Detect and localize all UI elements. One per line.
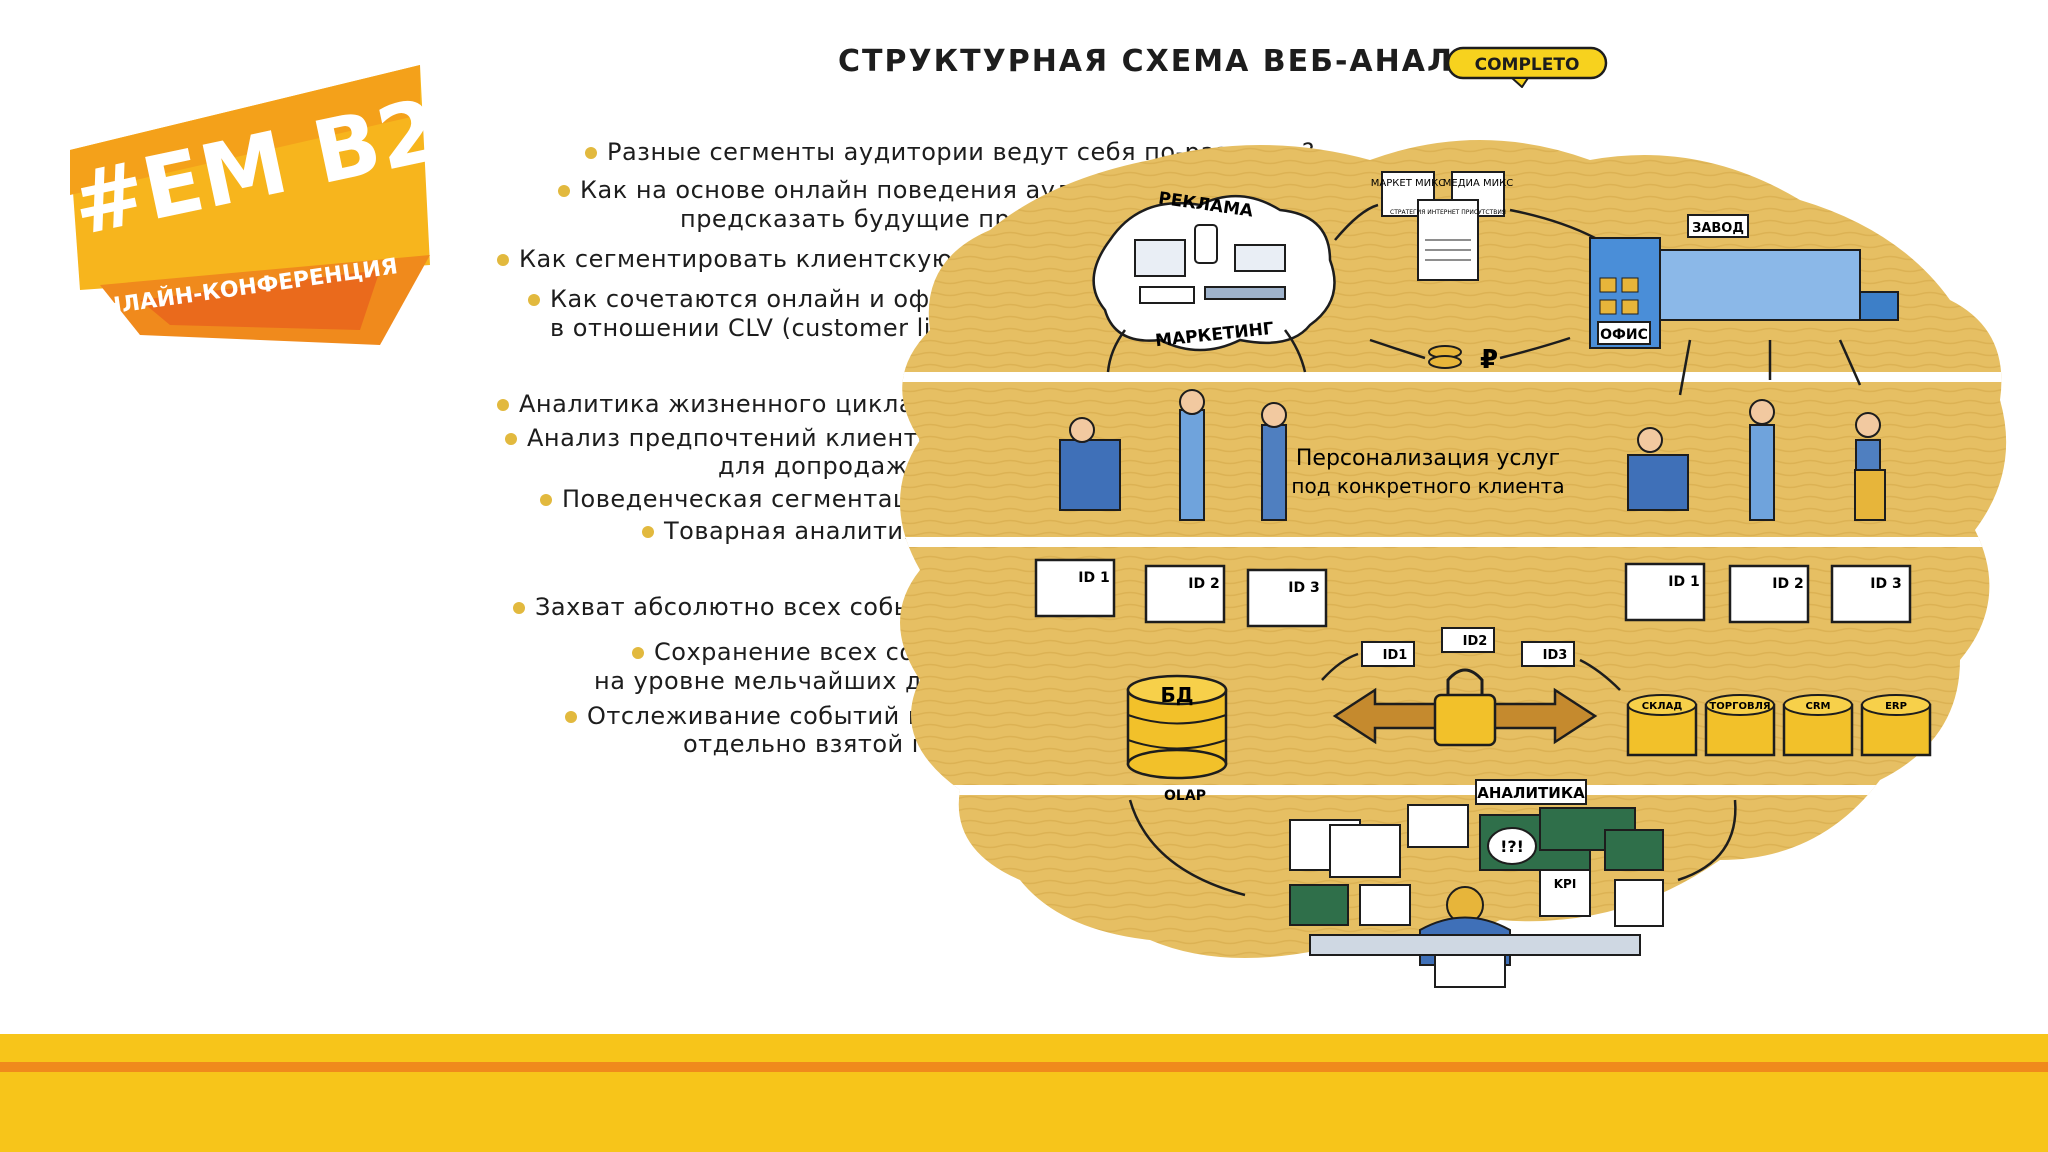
truck-icon (1859, 291, 1899, 321)
svg-text:СКЛАД: СКЛАД (1642, 701, 1683, 712)
analytics-label: АНАЛИТИКА (1477, 784, 1585, 802)
factory-office: ЗАВОД ОФИС (1589, 214, 1899, 349)
lock-icon (1433, 693, 1497, 747)
capture-1: Захват абсолютно всех событий (513, 592, 960, 622)
id-tokens-center: ID1 ID2 ID3 (1361, 627, 1575, 667)
id-cards-right: ID 1 ID 2 ID 3 (1624, 562, 1912, 624)
ad-tag-icon (1139, 286, 1195, 304)
analytics-2: Анализ предпочтений клиентов (505, 423, 948, 453)
svg-text:ID 2: ID 2 (1188, 576, 1219, 592)
box-icon (1854, 469, 1886, 521)
bottom-stripe-yellow (0, 1034, 2048, 1152)
search-bar-icon (1204, 286, 1286, 300)
svg-text:ID1: ID1 (1383, 648, 1408, 663)
doc-media-mix: МЕДИА МИКС (1443, 178, 1513, 189)
bottom-stripe-orange (0, 1062, 2048, 1072)
factory-label: ЗАВОД (1692, 221, 1744, 236)
doc-market-mix: МАРКЕТ МИКС (1371, 178, 1445, 189)
svg-text:ID2: ID2 (1463, 634, 1488, 649)
olap-label: OLAP (1164, 788, 1206, 804)
chair-icon (1434, 954, 1506, 988)
logo-graphic: #EM B2B ОНЛАЙН-КОНФЕРЕНЦИЯ (64, 65, 512, 345)
office-label: ОФИС (1600, 327, 1648, 343)
brand-badge: COMPLETO (1442, 42, 1612, 89)
analytics-2b: для допродаж (718, 452, 908, 480)
analytics-room: АНАЛИТИКА KPI !?! (1289, 779, 1664, 988)
id-cards-left: ID 1 ID 2 ID 3 (1034, 558, 1328, 628)
people-right (1627, 399, 1886, 521)
svg-text:ТОРГОВЛЯ: ТОРГОВЛЯ (1709, 701, 1770, 712)
person-desk (1059, 439, 1121, 511)
logo: #EM B2B ОНЛАЙН-КОНФЕРЕНЦИЯ (60, 55, 512, 355)
personalization-line2: под конкретного клиента (1291, 474, 1564, 498)
svg-text:ID 3: ID 3 (1288, 580, 1319, 596)
svg-text:ERP: ERP (1885, 701, 1907, 712)
db-label: БД (1160, 683, 1193, 707)
flow-arrows (1106, 203, 1862, 396)
kpi-label: KPI (1554, 877, 1577, 891)
brand-name: COMPLETO (1475, 55, 1580, 75)
phone-icon (1194, 224, 1218, 264)
strategy-documents: МАРКЕТ МИКС МЕДИА МИКС СТРАТЕГИЯ ИНТЕРНЕ… (1371, 171, 1513, 281)
svg-text:ID 3: ID 3 (1870, 576, 1901, 592)
exclaim-bubble: !?! (1500, 837, 1524, 856)
people-left (1059, 389, 1287, 521)
lock-double-arrow (1332, 668, 1598, 747)
personalization-line1: Персонализация услуг (1296, 446, 1560, 471)
analytics-4: Товарная аналитика (642, 516, 934, 546)
ruble-sign: ₽ (1480, 345, 1498, 375)
svg-text:ID 1: ID 1 (1078, 570, 1109, 586)
analytics-3: Поведенческая сегментация (540, 484, 941, 514)
svg-text:ID 1: ID 1 (1668, 574, 1699, 590)
banner-icon (1234, 244, 1286, 272)
database-stack: БД OLAP (1126, 674, 1228, 804)
money-icon: ₽ (1428, 345, 1498, 375)
browser-icon (1134, 239, 1186, 277)
doc-strategy: СТРАТЕГИЯ ИНТЕРНЕТ ПРИСУТСТВИЯ (1390, 209, 1506, 216)
svg-text:CRM: CRM (1806, 701, 1831, 712)
svg-text:ID 2: ID 2 (1772, 576, 1803, 592)
svg-text:ID3: ID3 (1543, 648, 1568, 663)
data-stores: СКЛАД ТОРГОВЛЯ CRM ERP (1626, 694, 1932, 757)
